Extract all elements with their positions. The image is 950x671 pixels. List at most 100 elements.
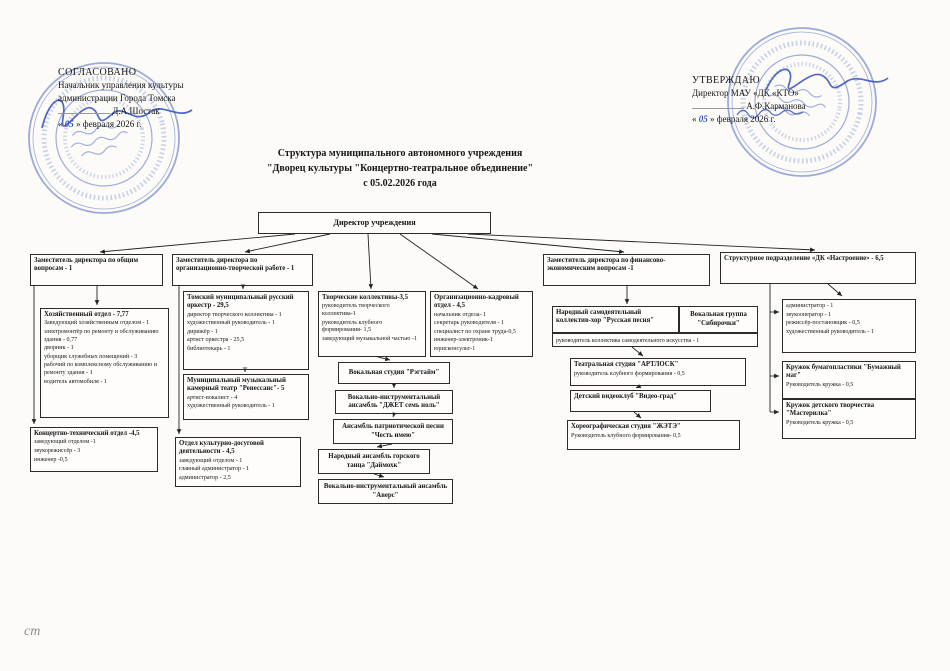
role-line: инженер-электроник-1 — [434, 337, 493, 344]
role-line: художественный руководитель - 1 — [187, 403, 275, 410]
role-line: руководитель клубного формирования- 1,5 — [322, 319, 383, 334]
box-ensemble-daymohk: Народный ансамбль горского танца "Даймох… — [318, 449, 430, 474]
box-title: Народный самодеятельный коллектив-хор "Р… — [556, 309, 655, 325]
role-line: заведующий отделом -1 — [34, 439, 96, 446]
box-cultural-leisure-dept: Отдел культурно-досуговой деятельности -… — [175, 437, 301, 487]
box-title: Отдел культурно-досуговой деятельности -… — [179, 440, 264, 456]
approval-block-left: СОГЛАСОВАНО Начальник управления культур… — [58, 66, 268, 131]
box-creative-collectives: Творческие коллективы-3,5 руководитель т… — [318, 291, 426, 357]
box-title: Народный ансамбль горского танца "Даймох… — [328, 453, 420, 469]
role-line: Заведующий хозяйственным отделом - 1 — [44, 320, 150, 327]
box-org-hr-dept: Организационно-кадровый отдел - 4,5 нача… — [430, 291, 533, 357]
approval-left-line2: администрации Города Томска — [58, 93, 176, 103]
box-title: Кружок бумагопластики "Бумажный маг" — [786, 364, 901, 380]
box-deputy-org-creative: Заместитель директора по организационно-… — [172, 254, 313, 286]
box-roles: артист-вокалист - 4 художественный руково… — [187, 395, 305, 411]
role-line: юрисконсульт-1 — [434, 346, 476, 352]
role-line: художественный руководитель - 1 — [187, 320, 275, 327]
approval-left-signer-line: Д.А.Шостак — [58, 105, 268, 118]
approval-right-date: « 05 » февраля 2026 г. — [692, 113, 922, 126]
box-roles: директор творческого коллектива - 1 худож… — [187, 312, 305, 354]
box-title: Томский муниципальный русский оркестр - … — [187, 294, 294, 310]
box-title: Хореографическая студия "ЖЭТЭ" — [571, 423, 681, 430]
box-circle-paper-mag: Кружок бумагопластики "Бумажный маг" Рук… — [782, 361, 916, 399]
box-role: руководитель коллектива самодеятельного … — [556, 337, 700, 344]
role-line: секретарь руководителя - 1 — [434, 320, 505, 327]
title-line3: с 05.02.2026 года — [363, 178, 437, 189]
box-ensemble-jet: Вокально-инструментальный ансамбль "ДЖЕТ… — [335, 390, 453, 414]
box-title: Творческие коллективы-3,5 — [322, 294, 409, 301]
role-line: директор творческого коллектива - 1 — [187, 311, 282, 318]
box-dk-nastroenie: Структурное подразделение «ДК «Настроени… — [720, 252, 916, 284]
box-director: Директор учреждения — [258, 212, 491, 234]
box-title: Кружок детского творчества "Мастерилка" — [786, 402, 875, 418]
box-title: Хозяйственный отдел - 7,77 — [44, 311, 129, 318]
box-title: Вокально-инструментальный ансамбль "Авер… — [323, 483, 448, 499]
role-line: специалист по охране труда-0,5 — [434, 328, 516, 335]
role-line: инженер -0,5 — [34, 456, 68, 463]
date-rest: » февраля 2026 г. — [710, 114, 776, 124]
box-title: Вокально-инструментальный ансамбль "ДЖЕТ… — [347, 393, 441, 409]
role-line: рабочий по комплексному обслуживанию и р… — [44, 362, 157, 376]
approval-left-heading: СОГЛАСОВАНО — [58, 67, 137, 78]
handwritten-day: 05 — [64, 119, 74, 129]
role-line: библиотекарь - 1 — [187, 346, 231, 352]
box-title: Директор учреждения — [333, 218, 416, 227]
date-rest: » февраля 2026 г. — [76, 119, 142, 129]
role-line: артист оркестра - 25,5 — [187, 337, 245, 344]
box-title: Заместитель директора по общим вопросам … — [34, 257, 139, 273]
role-line: руководитель творческого коллектива-1 — [322, 303, 390, 317]
box-theatre-studio-artlosk: Театральная студия "АРТЛОСК" руководител… — [570, 358, 746, 386]
box-choir-russkaya-pesnya: Народный самодеятельный коллектив-хор "Р… — [552, 306, 679, 333]
approval-left-date: « 05 » февраля 2026 г. — [58, 118, 268, 131]
box-vocal-group-sibirochki: Вокальная группа "Сибирочки" — [679, 306, 758, 333]
box-title: Структурное подразделение «ДК «Настроени… — [724, 255, 884, 262]
box-role: руководитель клубного формирования - 0,5 — [574, 370, 685, 377]
box-title: Ансамбль патриотической песни "Честь име… — [342, 423, 444, 439]
box-theatre-renaissance: Муниципальный музыкальный камерный театр… — [183, 374, 309, 420]
box-title: Детский видеоклуб "Видео-град" — [574, 393, 678, 400]
box-circle-masterilka: Кружок детского творчества "Мастерилка" … — [782, 399, 916, 439]
role-line: администратор - 1 — [786, 303, 834, 309]
title-line1: Структура муниципального автономного учр… — [277, 148, 523, 159]
role-line: администратор - 2,5 — [179, 474, 231, 481]
box-vocal-studio-ragtime: Вокальная студия "Рэгтайм" — [338, 362, 450, 384]
signature-line — [58, 105, 110, 114]
role-line: звукорежиссёр - 3 — [34, 447, 81, 454]
role-line: художественный руководитель - 1 — [786, 328, 874, 335]
box-concert-tech-dept: Концертно-технический отдел -4,5 заведую… — [30, 427, 158, 472]
box-role: Руководитель кружка - 0,5 — [786, 420, 854, 427]
role-line: уборщик служебных помещений - 3 — [44, 353, 138, 360]
box-deputy-general: Заместитель директора по общим вопросам … — [30, 254, 163, 286]
role-line: дирижёр - 1 — [187, 328, 218, 335]
box-title: Концертно-технический отдел -4,5 — [34, 430, 140, 437]
title-line2: "Дворец культуры "Концертно-театральное … — [266, 163, 534, 174]
box-title: Заместитель директора по организационно-… — [176, 257, 295, 273]
box-title: Вокальная студия "Рэгтайм" — [348, 368, 440, 376]
role-line: заведующий отделом - 1 — [179, 457, 243, 464]
box-household-dept: Хозяйственный отдел - 7,77 Заведующий хо… — [40, 308, 169, 418]
role-line: режиссёр-постановщик - 0,5 — [786, 320, 860, 327]
approval-left-line1: Начальник управления культуры — [58, 80, 184, 90]
box-video-club-videograd: Детский видеоклуб "Видео-град" — [570, 390, 711, 412]
quote-open: « — [58, 119, 63, 129]
document-title: Структура муниципального автономного учр… — [225, 146, 575, 191]
quote-open: « — [692, 114, 697, 124]
box-roles: руководитель творческого коллектива-1 рук… — [322, 303, 422, 343]
role-line: дворник - 1 — [44, 345, 74, 352]
signature-line — [692, 100, 744, 109]
role-line: начальник отдела- 1 — [434, 311, 487, 318]
role-line: электромонтёр по ремонту и обслуживанию … — [44, 328, 159, 343]
box-choreography-studio-zhete: Хореографическая студия "ЖЭТЭ" Руководит… — [567, 420, 740, 450]
handwritten-day: 05 — [698, 114, 708, 124]
box-deputy-finance: Заместитель директора по финансово-эконо… — [543, 254, 710, 286]
role-line: артист-вокалист - 4 — [187, 394, 238, 401]
approval-right-heading: УТВЕРЖДАЮ — [692, 75, 761, 86]
role-line: главный администратор - 1 — [179, 466, 250, 473]
approval-left-signer: Д.А.Шостак — [112, 106, 160, 116]
box-title: Заместитель директора по финансово-эконо… — [547, 257, 666, 273]
